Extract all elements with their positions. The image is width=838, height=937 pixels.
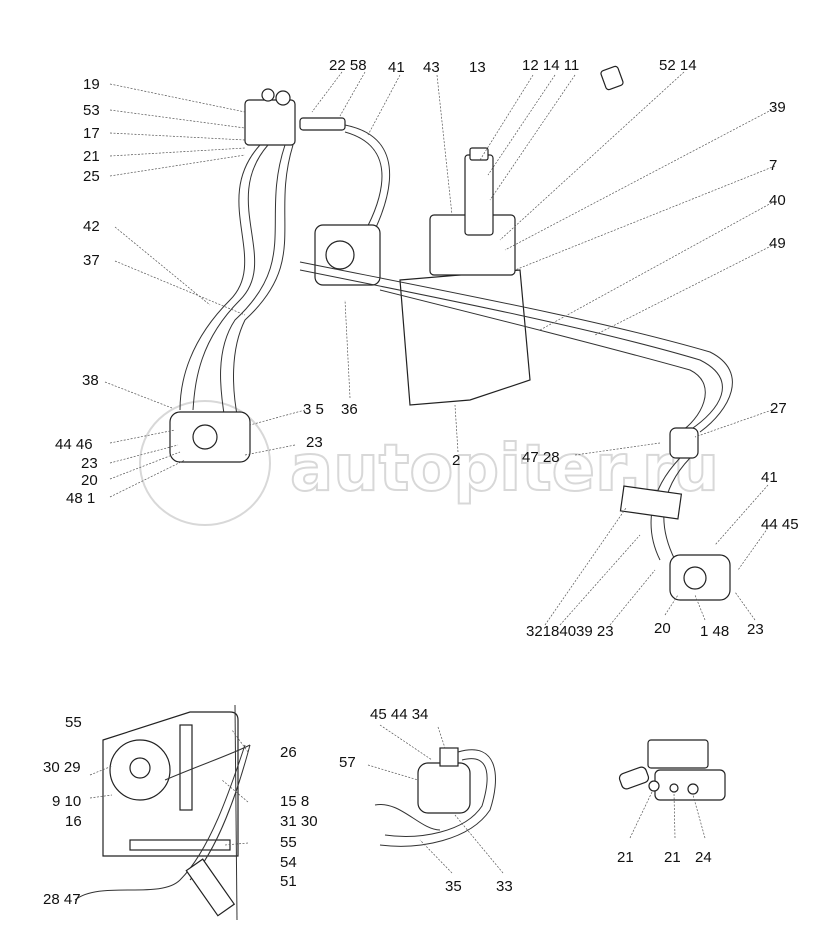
callout-label: 22 58 — [329, 57, 367, 74]
callout-label: 17 — [83, 125, 100, 142]
callout-label: 36 — [341, 401, 358, 418]
callout-label: 30 29 — [43, 759, 81, 776]
callout-label: 9 10 — [52, 793, 81, 810]
filler-neck — [464, 154, 494, 236]
callout-label: 43 — [423, 59, 440, 76]
cap-part — [600, 65, 624, 91]
callout-label: 38 — [82, 372, 99, 389]
leader-lines — [104, 71, 776, 626]
callout-label: 21 — [83, 148, 100, 165]
callout-label: 39 — [769, 99, 786, 116]
callout-label: 40 — [769, 192, 786, 209]
callout-label: 27 — [770, 400, 787, 417]
callout-label: 3 5 — [303, 401, 324, 418]
callout-label: 55 — [280, 834, 297, 851]
detail-middle-drawing — [367, 724, 504, 874]
callout-label: 7 — [769, 157, 777, 174]
callout-label: 24 — [695, 849, 712, 866]
callout-label: 41 — [388, 59, 405, 76]
callout-label: 57 — [339, 754, 356, 771]
callout-label: 21 — [664, 849, 681, 866]
callout-label: 19 — [83, 76, 100, 93]
filter — [669, 427, 699, 459]
callout-label: 1 48 — [700, 623, 729, 640]
callout-label: 20 — [654, 620, 671, 637]
detail-right-drawing — [618, 739, 726, 839]
callout-label: 47 28 — [522, 449, 560, 466]
callout-label: 33 — [496, 878, 513, 895]
callout-label: 13 — [469, 59, 486, 76]
detail-left-drawing — [74, 704, 251, 921]
callout-label: 45 44 34 — [370, 706, 428, 723]
callout-label: 49 — [769, 235, 786, 252]
callout-label: 35 — [445, 878, 462, 895]
valve-block-rear-view — [647, 739, 709, 769]
control-valve-block — [244, 99, 296, 146]
main-view-labels: 19 53 17 21 25 22 58 41 43 13 12 14 11 5… — [55, 57, 799, 640]
callout-label: 20 — [81, 472, 98, 489]
filter-canister — [417, 762, 471, 814]
detail-middle-labels: 45 44 34 57 35 33 — [339, 706, 513, 895]
main-assembly-drawing — [169, 65, 733, 601]
callout-label: 12 14 11 — [522, 57, 579, 74]
callout-label: 55 — [65, 714, 82, 731]
callout-label: 37 — [83, 252, 100, 269]
callout-label: 23 — [747, 621, 764, 638]
callout-label: 44 46 — [55, 436, 93, 453]
callout-label: 31 30 — [280, 813, 318, 830]
detail-right-labels: 21 21 24 — [617, 849, 712, 866]
callout-label: 42 — [83, 218, 100, 235]
callout-label: 15 8 — [280, 793, 309, 810]
callout-label: 41 — [761, 469, 778, 486]
callout-label: 16 — [65, 813, 82, 830]
hose-clamp-plate — [619, 485, 683, 520]
callout-label: 2 — [452, 452, 460, 469]
callout-label: 26 — [280, 744, 297, 761]
callout-label: 28 47 — [43, 891, 81, 908]
callout-label: 23 — [81, 455, 98, 472]
callout-label: 23 — [306, 434, 323, 451]
callout-label: 25 — [83, 168, 100, 185]
detail-left-labels: 55 30 29 9 10 16 26 15 8 31 30 55 54 51 … — [43, 714, 318, 908]
oil-tank — [399, 269, 531, 406]
callout-label: 54 — [280, 854, 297, 871]
callout-label: 32184039 23 — [526, 623, 614, 640]
callout-label: 21 — [617, 849, 634, 866]
callout-label: 53 — [83, 102, 100, 119]
callout-label: 44 45 — [761, 516, 799, 533]
callout-label: 51 — [280, 873, 297, 890]
callout-label: 52 14 — [659, 57, 697, 74]
callout-label: 48 1 — [66, 490, 95, 507]
